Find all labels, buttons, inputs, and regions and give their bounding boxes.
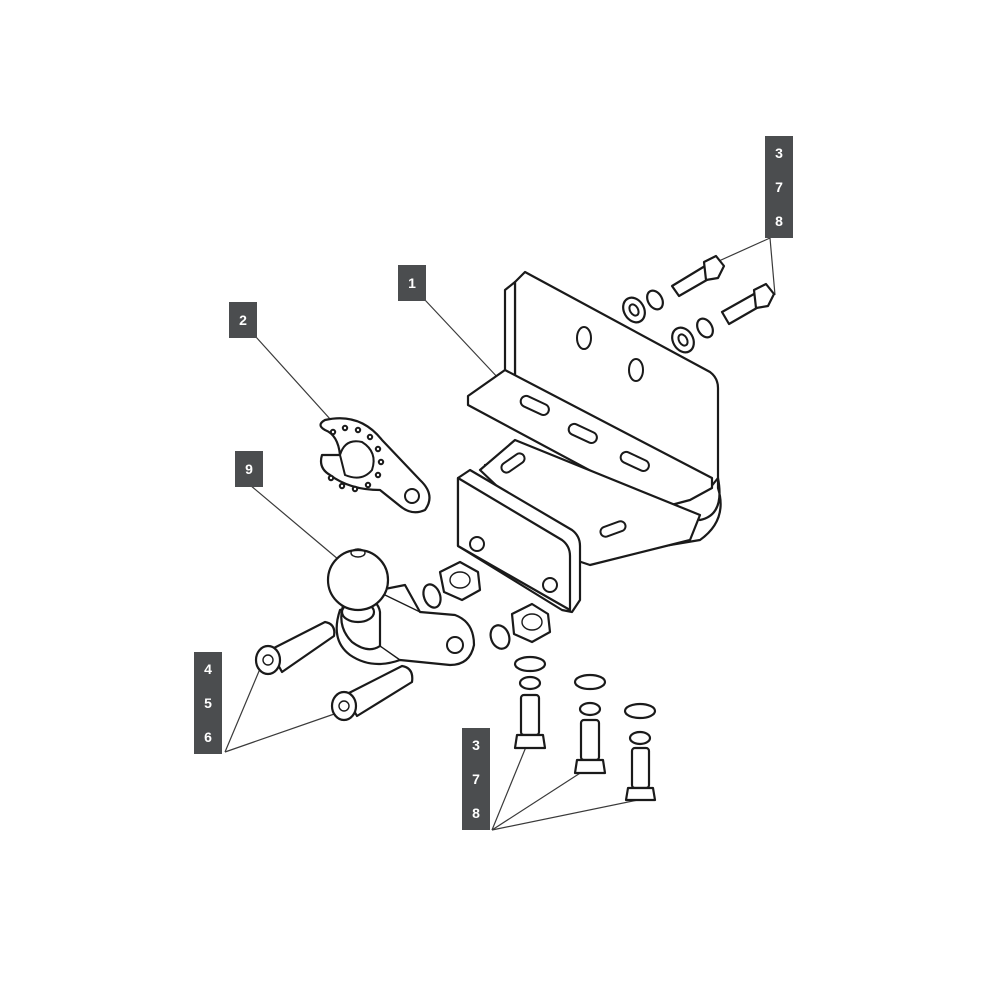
label-left-6: 6 xyxy=(204,729,212,745)
label-left-5: 5 xyxy=(204,695,212,711)
label-bottom-8: 8 xyxy=(472,805,480,821)
label-1: 1 xyxy=(408,275,416,291)
callout-stack-top: 3 7 8 xyxy=(765,136,793,238)
label-2: 2 xyxy=(239,312,247,328)
tow-ball-assembly xyxy=(326,548,476,667)
callout-stack-left: 4 5 6 xyxy=(194,652,222,754)
callout-part-2: 2 xyxy=(229,302,257,338)
callout-part-9: 9 xyxy=(235,451,263,487)
main-bracket xyxy=(456,270,722,614)
label-top-7: 7 xyxy=(775,179,783,195)
label-top-8: 8 xyxy=(775,213,783,229)
label-top-3: 3 xyxy=(775,145,783,161)
label-bottom-3: 3 xyxy=(472,737,480,753)
label-9: 9 xyxy=(245,461,253,477)
socket-plate-holes xyxy=(327,424,385,493)
ball-mount-screws xyxy=(254,620,414,722)
tow-ball-nuts xyxy=(422,560,552,650)
socket-mounting-plate xyxy=(319,417,431,514)
label-left-4: 4 xyxy=(204,661,212,677)
label-bottom-7: 7 xyxy=(472,771,480,787)
top-right-bolts xyxy=(622,254,776,354)
callout-stack-bottom: 3 7 8 xyxy=(462,728,490,830)
leader-lines xyxy=(224,237,776,831)
bottom-bolts xyxy=(513,655,657,802)
callout-part-1: 1 xyxy=(398,265,426,301)
